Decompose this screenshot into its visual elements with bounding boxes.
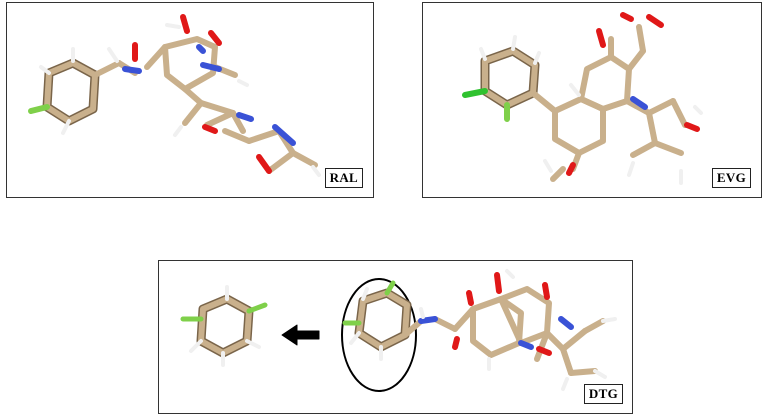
dtg-hydrogen-atoms: [349, 269, 617, 391]
ral-molecule: [28, 14, 321, 177]
evg-panel: EVG: [422, 2, 762, 198]
evg-oxygen-atoms: [566, 12, 700, 176]
ral-hydrogen-atoms: [39, 23, 321, 177]
dtg-isolated-difluorophenyl-ring: [180, 285, 268, 367]
dtg-molecule: [180, 269, 617, 392]
ral-fluorine: [28, 104, 50, 114]
evg-nitrogen-atom: [630, 96, 648, 110]
ral-oxygen-atoms: [132, 14, 272, 174]
dtg-oxygen-atoms: [452, 272, 552, 356]
dtg-highlight-ellipse: [341, 278, 417, 392]
ral-nitrogen-atoms: [122, 44, 296, 146]
ral-label: RAL: [324, 168, 363, 188]
dtg-nitrogen-atoms: [418, 316, 574, 350]
dtg-label: DTG: [583, 384, 623, 404]
evg-hydrogen-atoms: [479, 35, 703, 185]
evg-chlorine: [462, 88, 488, 98]
evg-label: EVG: [711, 168, 751, 188]
dtg-arrow: [281, 324, 320, 346]
dtg-fluorine-1: [384, 280, 396, 296]
evg-molecule: [462, 12, 703, 185]
dtg-isolated-fluorine-2: [246, 302, 268, 314]
ral-panel: RAL: [6, 2, 374, 198]
dtg-panel: DTG: [158, 260, 633, 414]
